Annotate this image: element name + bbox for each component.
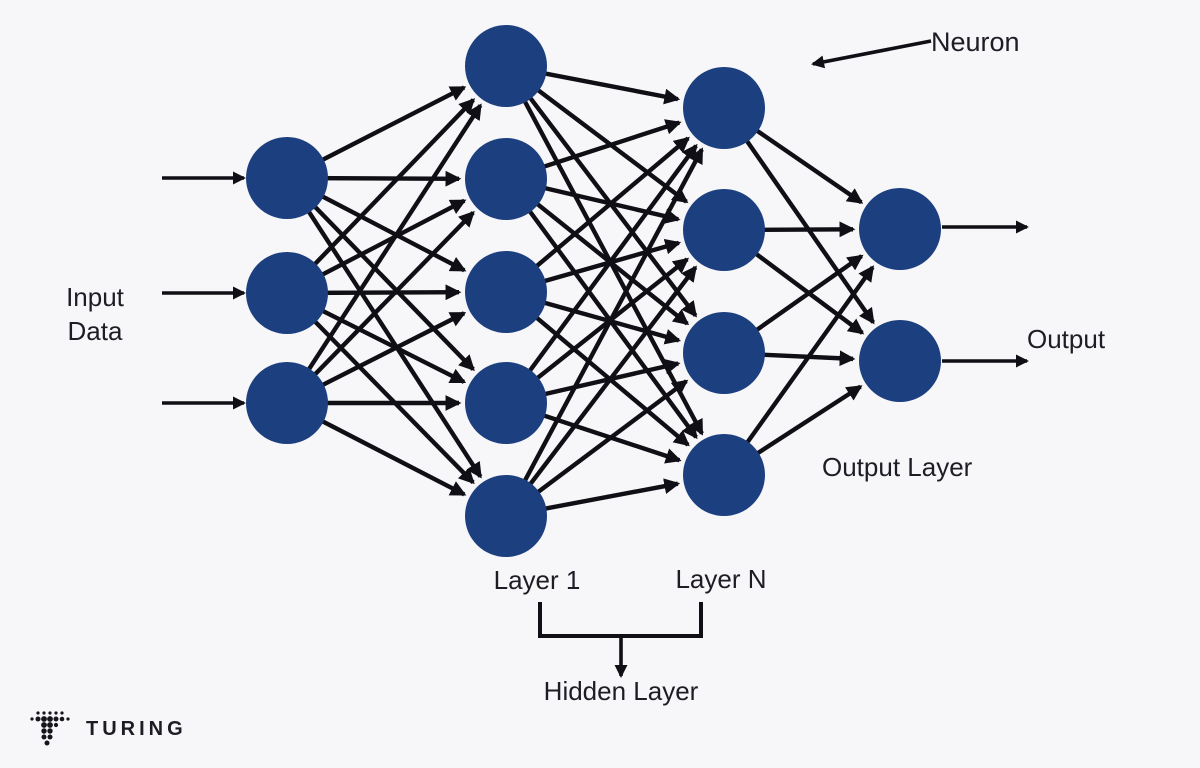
connection-edge	[504, 64, 698, 318]
hidden-layer-bracket	[538, 602, 703, 638]
output-layer-node	[859, 320, 941, 402]
connection-edge	[504, 177, 698, 440]
connection-edge	[285, 176, 483, 479]
connection-edge	[285, 98, 476, 295]
logo-dot	[66, 717, 70, 721]
input-layer-node	[246, 362, 328, 444]
logo-dot	[41, 716, 47, 722]
output-layer-label: Output Layer	[822, 452, 973, 482]
input-data-line1: Input	[66, 282, 124, 312]
logo-dot	[47, 722, 53, 728]
turing-logo: TURING	[30, 710, 187, 748]
hidden-layer-n-node	[683, 312, 765, 394]
input-layer-node	[246, 252, 328, 334]
logo-dot	[47, 734, 53, 740]
logo-dot	[59, 716, 65, 722]
output-layer-node	[859, 188, 941, 270]
hidden-layer-1-node	[465, 475, 547, 557]
logo-dot	[41, 734, 47, 740]
logo-dot	[44, 740, 50, 746]
connection-edge	[722, 265, 875, 477]
connection-edge	[285, 210, 475, 405]
hidden-layer-label: Hidden Layer	[543, 676, 699, 706]
hidden-layer-n-node	[683, 434, 765, 516]
logo-dot	[53, 722, 59, 728]
hidden-layer-1-node	[465, 362, 547, 444]
logo-dot	[30, 717, 34, 721]
logo-dot	[54, 711, 58, 715]
hidden-layer-n-node	[683, 67, 765, 149]
logo-dot	[47, 728, 53, 734]
logo-dot	[41, 722, 47, 728]
logo-dot	[47, 716, 53, 722]
connection-edge	[285, 291, 475, 485]
turing-logo-icon	[30, 711, 70, 746]
input-data-label: Input Data	[35, 280, 155, 348]
input-data-line2: Data	[67, 316, 123, 346]
neuron-label: Neuron	[931, 27, 1020, 57]
layer-n-label: Layer N	[675, 564, 767, 594]
logo-dot	[60, 711, 64, 715]
logo-dot	[35, 716, 41, 722]
connection-edge	[504, 143, 698, 405]
connection-edge	[504, 147, 704, 518]
hidden-layer-1-node	[465, 138, 547, 220]
connection-edge	[285, 103, 483, 405]
turing-logo-text: TURING	[86, 717, 187, 740]
hidden-layer-n-node	[683, 189, 765, 271]
logo-dot	[36, 711, 40, 715]
logo-dot	[42, 711, 46, 715]
hidden-layer-1-node	[465, 251, 547, 333]
output-label: Output	[1027, 324, 1106, 354]
connection-edge	[504, 265, 698, 518]
hidden-layer-1-node	[465, 25, 547, 107]
connection-edge	[285, 176, 475, 372]
logo-dot	[41, 728, 47, 734]
layer-1-label: Layer 1	[493, 565, 581, 595]
input-layer-node	[246, 137, 328, 219]
logo-dot	[48, 711, 52, 715]
connection-edge	[722, 106, 875, 325]
logo-dot	[53, 716, 59, 722]
neuron-pointer-arrow	[811, 39, 932, 69]
